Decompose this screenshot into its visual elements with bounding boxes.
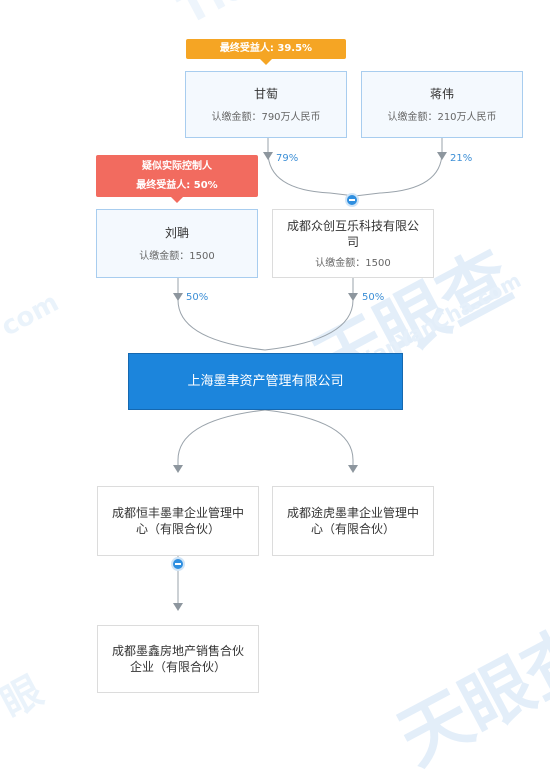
edge-gan-zhongchuang: [267, 138, 356, 197]
arrow-liu: [173, 293, 183, 301]
node-liu[interactable]: 刘聃 认缴金额：1500: [96, 209, 258, 278]
node-zhongchuang-name: 成都众创互乐科技有限公司: [286, 219, 419, 249]
node-gan-capital: 认缴金额：790万人民币: [211, 112, 321, 123]
edge-jiang-zhongchuang: [354, 138, 443, 197]
arrow-moxin: [173, 603, 183, 611]
arrow-gan: [263, 152, 273, 160]
arrow-jiang: [437, 152, 447, 160]
node-center-name: 上海墨聿资产管理有限公司: [187, 373, 344, 389]
edge-center-tuhu: [264, 409, 354, 470]
collapse-toggle-zhongchuang[interactable]: [345, 193, 359, 207]
node-hengfeng-name: 成都恒丰墨聿企业管理中心（有限合伙）: [111, 506, 244, 536]
node-hengfeng[interactable]: 成都恒丰墨聿企业管理中心（有限合伙）: [97, 486, 259, 556]
edge-label-jiang: 21%: [450, 153, 473, 164]
edge-zhongchuang-center: [264, 278, 354, 351]
edges-layer: [173, 138, 447, 611]
beneficiary-badge-gan: 最终受益人: 39.5%: [186, 39, 346, 65]
arrow-tuhu: [348, 465, 358, 473]
badge-pointer: [260, 59, 272, 65]
edge-label-zhongchuang: 50%: [362, 292, 385, 303]
node-jiang-capital: 认缴金额：210万人民币: [387, 112, 497, 123]
node-jiang[interactable]: 蒋伟 认缴金额：210万人民币: [361, 71, 523, 138]
node-moxin[interactable]: 成都墨鑫房地产销售合伙企业（有限合伙）: [97, 625, 259, 693]
arrow-zhongchuang: [348, 293, 358, 301]
node-zhongchuang[interactable]: 成都众创互乐科技有限公司 认缴金额：1500: [272, 209, 434, 278]
node-gan[interactable]: 甘萄 认缴金额：790万人民币: [185, 71, 347, 138]
edge-label-liu: 50%: [186, 292, 209, 303]
node-liu-capital: 认缴金额：1500: [139, 251, 215, 262]
node-zhongchuang-capital: 认缴金额：1500: [315, 258, 391, 269]
collapse-toggle-hengfeng[interactable]: [171, 557, 185, 571]
arrow-hengfeng: [173, 465, 183, 473]
node-moxin-name: 成都墨鑫房地产销售合伙企业（有限合伙）: [111, 644, 244, 674]
beneficiary-badge-gan-label: 最终受益人: 39.5%: [219, 43, 313, 54]
edge-center-hengfeng: [177, 409, 266, 470]
edge-liu-center: [177, 278, 266, 351]
edge-label-gan: 79%: [276, 153, 299, 164]
controller-badge-label: 疑似实际控制人: [142, 161, 212, 172]
node-gan-name: 甘萄: [253, 87, 278, 101]
node-center-company[interactable]: 上海墨聿资产管理有限公司: [128, 353, 403, 410]
beneficiary-badge-liu-label: 最终受益人: 50%: [136, 180, 218, 191]
badge-pointer: [171, 197, 183, 203]
node-tuhu-name: 成都途虎墨聿企业管理中心（有限合伙）: [286, 506, 419, 536]
node-jiang-name: 蒋伟: [429, 87, 454, 101]
controller-badge-liu: 疑似实际控制人 最终受益人: 50%: [96, 155, 258, 203]
node-tuhu[interactable]: 成都途虎墨聿企业管理中心（有限合伙）: [272, 486, 434, 556]
node-liu-name: 刘聃: [164, 226, 189, 240]
